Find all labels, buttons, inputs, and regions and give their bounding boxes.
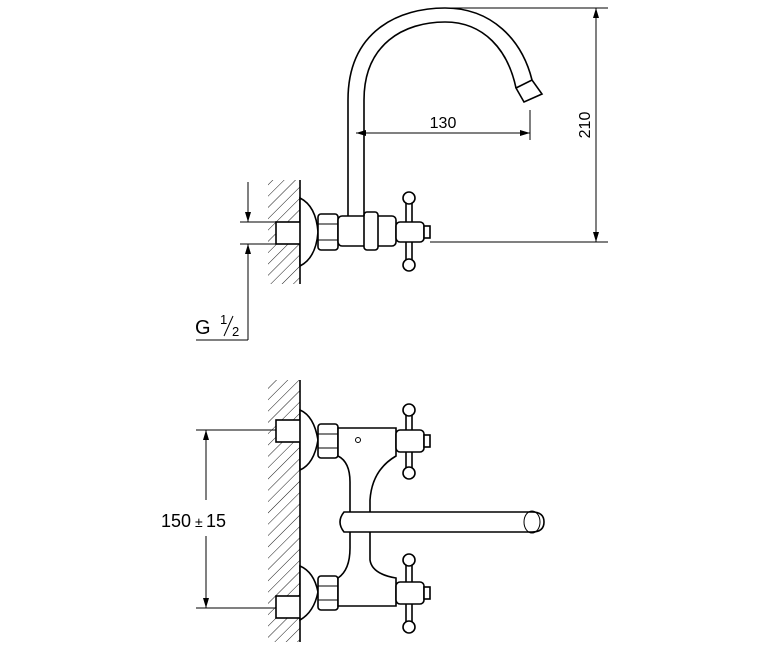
- thread-label-den: 2: [232, 324, 239, 339]
- dim-210-label: 210: [577, 112, 594, 139]
- cross-handle-upper: [395, 403, 431, 480]
- dim-130: 130: [356, 110, 531, 140]
- dim-210: 210: [430, 7, 608, 243]
- dim-150-tolerance: 15: [206, 511, 226, 531]
- side-view: 130 210 G 1 2: [195, 7, 608, 341]
- thread-label-g: G: [195, 317, 211, 339]
- lower-nut: [317, 575, 339, 611]
- lower-inlet: [275, 595, 303, 619]
- front-view: 150 ± 15: [161, 380, 545, 642]
- lower-flange: [299, 564, 319, 622]
- dim-150-sign: ±: [195, 514, 203, 530]
- spout-horizontal: [339, 511, 545, 533]
- dim-150-value: 150: [161, 511, 191, 531]
- coupling-nut: [317, 213, 339, 251]
- upper-nut: [317, 423, 339, 459]
- thread-label-num: 1: [220, 312, 227, 327]
- spout-gooseneck: [347, 7, 533, 216]
- dim-150: 150 ± 15: [161, 429, 276, 609]
- valve-ring: [363, 211, 379, 251]
- cross-handle-lower: [395, 553, 431, 634]
- upper-flange: [299, 408, 319, 472]
- inlet-pipe: [275, 221, 303, 245]
- dim-thread: G 1 2: [195, 182, 276, 341]
- dim-130-label: 130: [430, 115, 457, 132]
- logo-dot: [355, 437, 361, 443]
- wall-flange: [299, 196, 319, 268]
- spout-tip: [514, 78, 544, 104]
- cross-handle-side: [395, 191, 431, 272]
- upper-inlet: [275, 419, 303, 443]
